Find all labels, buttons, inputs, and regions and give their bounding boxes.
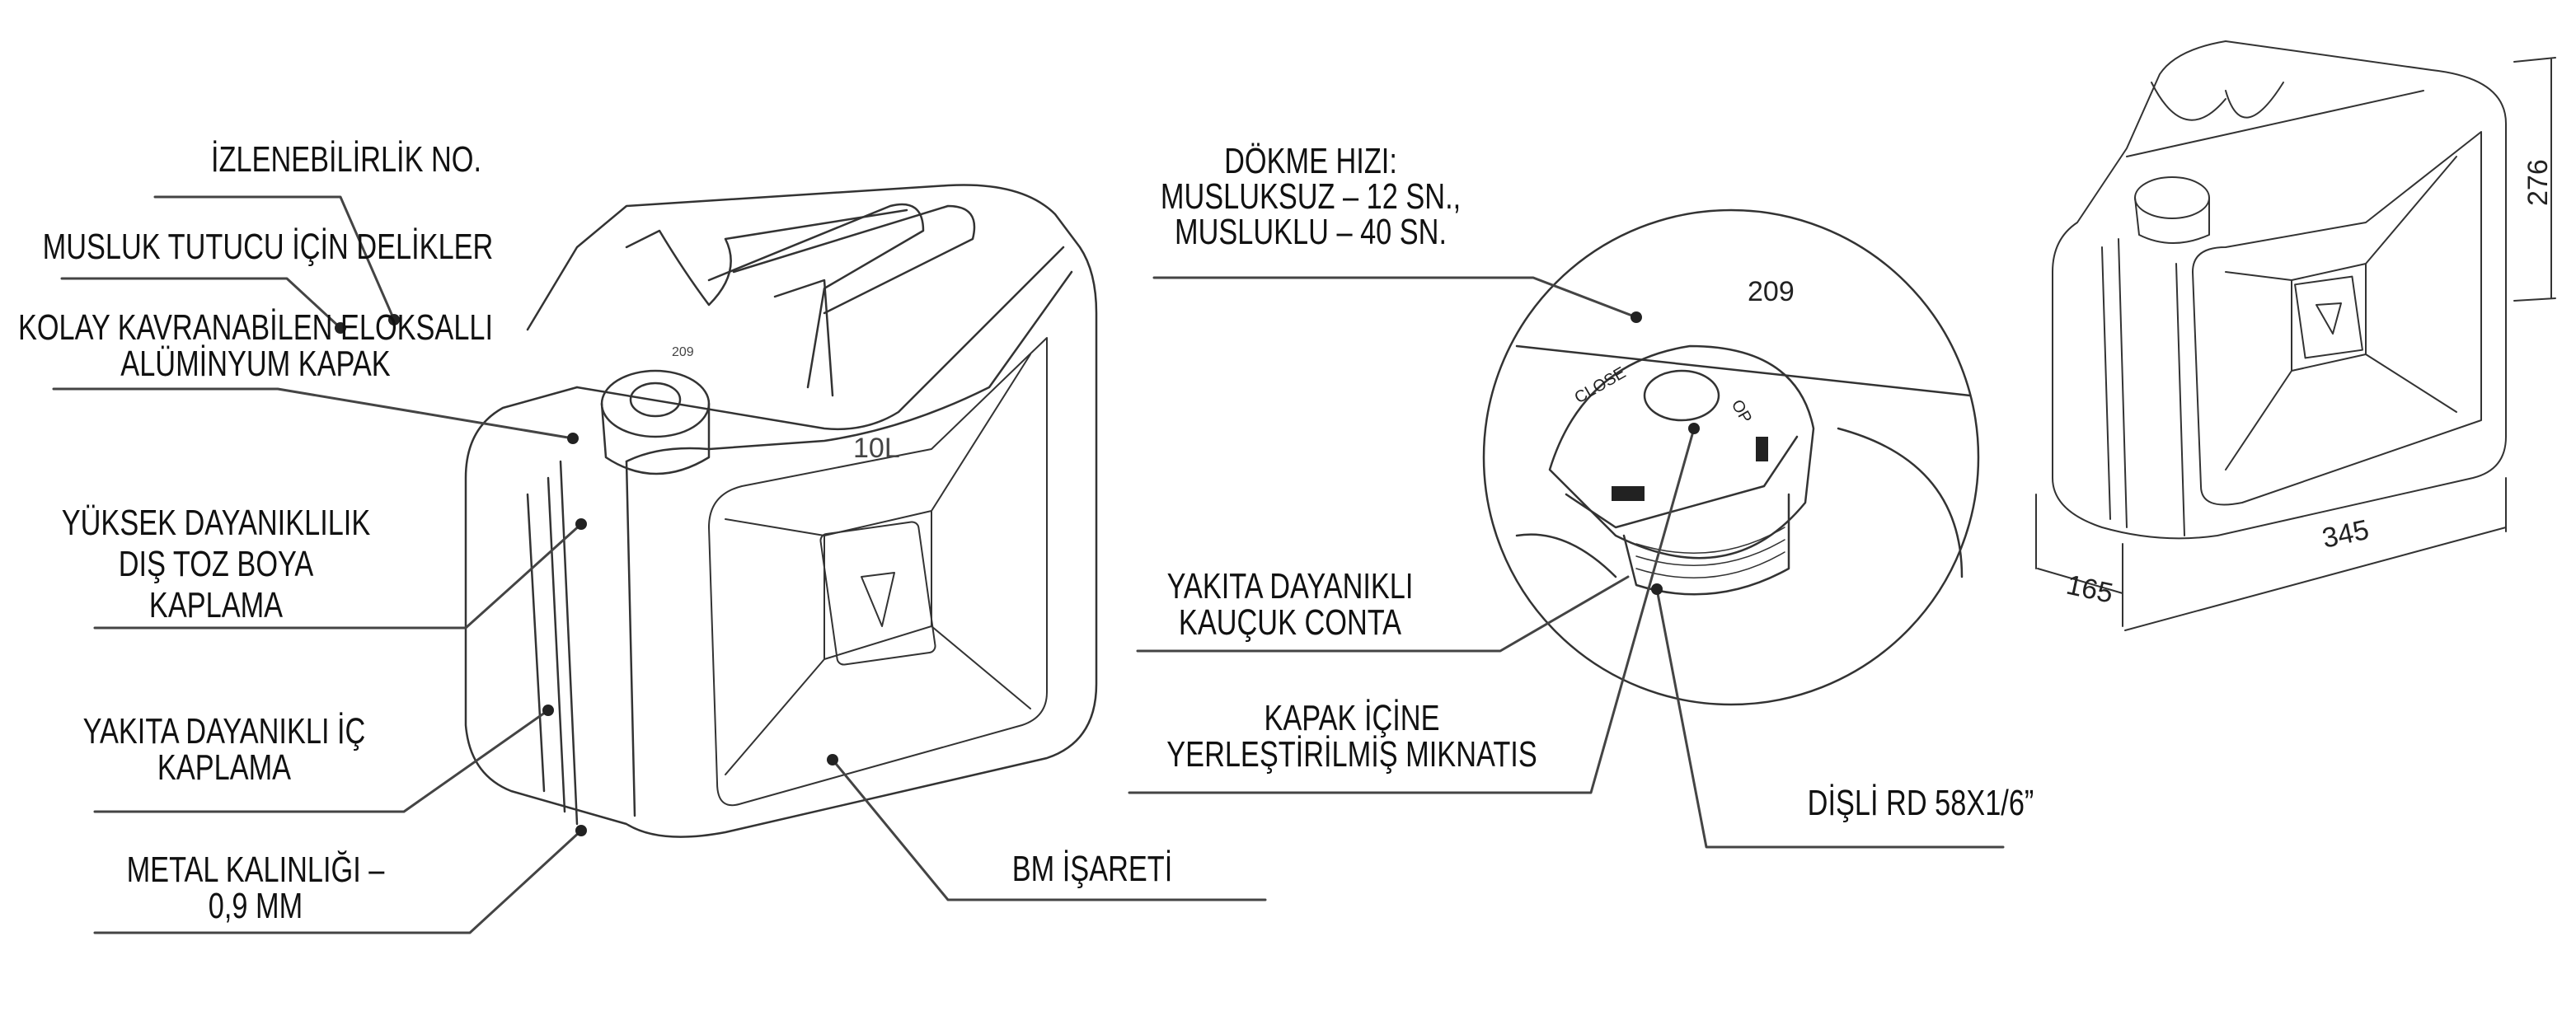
cap-close-mark: CLOSE: [1572, 363, 1630, 407]
label-metal-thickness: METAL KALINLIĞI –0,9 MM: [126, 850, 385, 926]
label-pour-speed: DÖKME HIZI:MUSLUKSUZ – 12 SN.,MUSLUKLU –…: [1160, 141, 1462, 252]
cap-detail-view: [1482, 208, 1980, 706]
label-un-mark: BM İŞARETİ: [1011, 849, 1173, 889]
height-dimension: 276: [2522, 159, 2554, 206]
leader-dots: [335, 311, 1700, 836]
detail-code-mark: 209: [1748, 276, 1795, 307]
label-traceability-number: İZLENEBİLİRLİK NO.: [210, 139, 482, 180]
label-tap-holder-holes: MUSLUK TUTUCU İÇİN DELİKLER: [42, 227, 494, 267]
code-mark: 209: [672, 345, 694, 359]
cap-open-mark: OP: [1728, 397, 1756, 427]
label-thread: DİŞLİ RD 58X1/6”: [1807, 783, 2034, 823]
depth-dimension: 165: [2063, 569, 2115, 610]
width-dimension: 345: [2320, 514, 2372, 555]
main-jerry-can: [464, 184, 1098, 838]
volume-mark: 10L: [853, 433, 900, 464]
dimension-jerry-can: [2035, 40, 2556, 631]
leader-lines: [52, 195, 2005, 934]
